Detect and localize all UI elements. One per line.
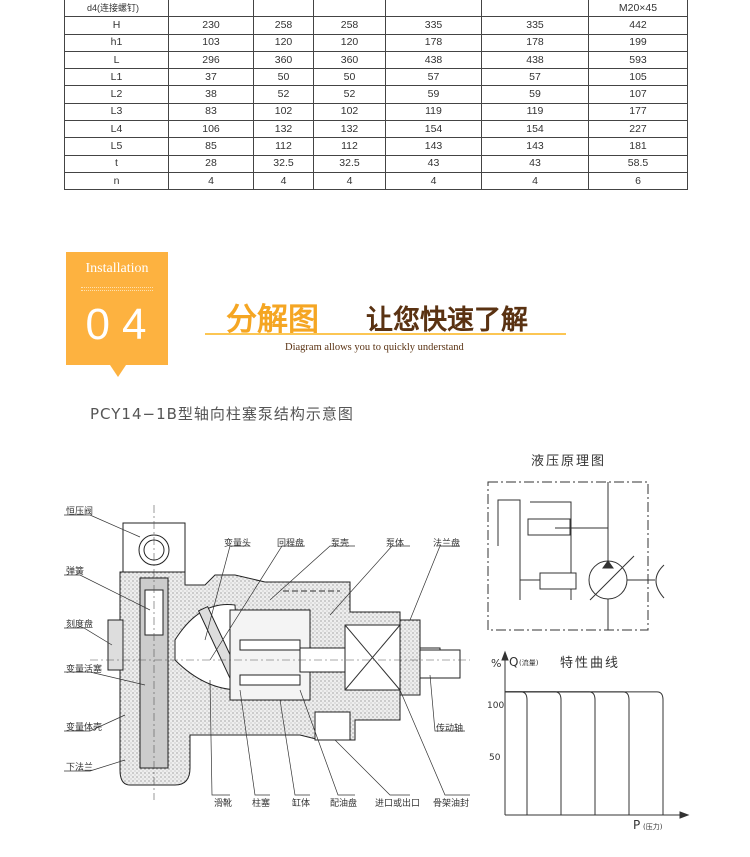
section-title: 让您快速了解 <box>366 305 528 336</box>
hydraulic-schematic <box>487 481 665 631</box>
table-cell: 120 <box>313 33 386 52</box>
label-constant-pressure-valve: 恒压阀 <box>66 507 94 517</box>
label-drive-shaft: 传动轴 <box>436 724 464 734</box>
badge-number: 04 <box>85 300 159 349</box>
table-cell: 258 <box>253 16 314 35</box>
badge-label: Installation <box>85 261 149 276</box>
label-variable-head: 变量头 <box>224 539 252 549</box>
label-inlet-outlet: 进口或出口 <box>375 799 421 809</box>
chart-curve-4 <box>505 691 630 815</box>
y-tick-100: 100 <box>487 701 505 711</box>
chart-curve-2 <box>505 691 562 815</box>
section-badge: Installation 04 <box>66 252 168 377</box>
chart-curve-5 <box>505 691 664 815</box>
label-spring: 弹簧 <box>66 567 85 577</box>
y-axis-label: Q <box>509 655 519 669</box>
chart-curve-3 <box>505 691 596 815</box>
label-cylinder-block: 缸体 <box>292 799 311 809</box>
table-row: d4(连接螺钉)M20×45 <box>64 0 688 18</box>
y-axis-note: (流量) <box>519 659 539 667</box>
x-axis-note: (压力) <box>643 823 663 831</box>
label-pump-casing: 泵壳 <box>331 539 350 549</box>
label-pump-body: 泵体 <box>386 539 405 549</box>
label-dial: 刻度盘 <box>66 620 94 630</box>
label-lower-flange: 下法兰 <box>66 763 94 773</box>
chart-curve-1 <box>505 691 528 815</box>
label-flange-plate: 法兰盘 <box>433 539 461 549</box>
label-slipper: 滑靴 <box>214 799 233 809</box>
diagram-title: PCY14−1B型轴向柱塞泵结构示意图 <box>90 405 354 423</box>
table-cell: 6 <box>588 171 688 191</box>
table-cell: 112 <box>313 137 386 156</box>
label-variable-housing: 变量体壳 <box>66 723 103 733</box>
section-subtitle: Diagram allows you to quickly understand <box>285 342 464 353</box>
chart-title: 特性曲线 <box>560 656 621 671</box>
table-cell: 4 <box>385 171 482 191</box>
table-cell: 58.5 <box>588 154 688 173</box>
chart-curves <box>505 691 664 815</box>
y-tick-50: 50 <box>489 753 501 763</box>
badge-divider <box>81 287 153 291</box>
label-return-plate: 回程盘 <box>277 539 305 549</box>
hydraulic-title: 液压原理图 <box>531 454 607 469</box>
title-underline <box>205 333 566 335</box>
row-label: n <box>64 171 169 191</box>
x-axis-label: P <box>633 818 641 832</box>
label-oil-seal: 骨架油封 <box>433 799 470 809</box>
label-port-plate: 配油盘 <box>330 799 358 809</box>
label-plunger: 柱塞 <box>252 799 271 809</box>
section-title-accent: 分解图 <box>226 302 319 338</box>
y-unit: % <box>491 657 502 670</box>
label-variable-piston: 变量活塞 <box>66 665 103 675</box>
